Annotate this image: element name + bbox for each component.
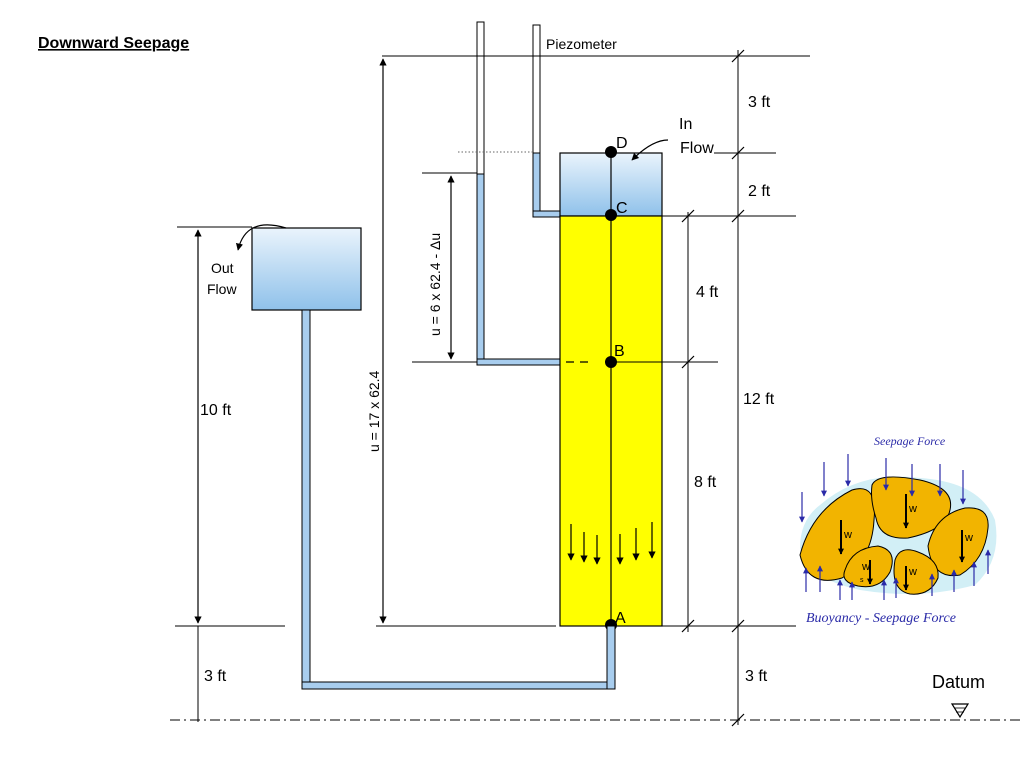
in-flow-arrow [631, 139, 669, 161]
out-flow-arrow [235, 224, 287, 251]
dim-left-10ft: 10 ft [200, 402, 232, 419]
datum-label: Datum [932, 672, 985, 692]
inset-seepage-force-label: Seepage Force [874, 434, 946, 448]
grain-w-subscript: s [860, 577, 864, 584]
grain-w-label-1: w [843, 529, 852, 541]
dim-soil-4ft: 4 ft [696, 284, 719, 301]
soil-dimension-ticks [681, 209, 695, 633]
seepage-force-inset: Seepage Force w w w w s w [799, 434, 997, 626]
page-title: Downward Seepage [38, 35, 189, 52]
piezometer-tube-b [476, 21, 561, 366]
dim-u-b: u = 6 x 62.4 - Δu [427, 233, 443, 336]
grain-right [927, 507, 989, 577]
out-flow-label-line1: Out [211, 260, 234, 276]
inset-seepage-arrows-down [799, 454, 966, 523]
connecting-pipe [301, 309, 616, 690]
out-flow-label-line2: Flow [207, 281, 237, 297]
dim-top-3ft: 3 ft [748, 94, 771, 111]
point-b-label: B [614, 343, 625, 360]
dim-left-3ft: 3 ft [204, 668, 227, 685]
grain-weight-arrows [838, 494, 965, 591]
dim-soil-8ft: 8 ft [694, 474, 717, 491]
point-c-label: C [616, 200, 628, 217]
grain-w-label-2: w [908, 503, 917, 515]
point-d-marker [605, 146, 617, 158]
datum-symbol-icon [950, 703, 970, 719]
right-dimension-ticks [731, 49, 745, 727]
grain-w-label-4: w [861, 561, 870, 573]
dim-u-total: u = 17 x 62.4 [366, 370, 382, 452]
outflow-tank [251, 227, 362, 311]
point-b-marker [605, 356, 617, 368]
dim-total-12ft: 12 ft [743, 391, 775, 408]
piezometer-label: Piezometer [546, 36, 617, 52]
point-a-label: A [615, 610, 626, 627]
point-d-label: D [616, 135, 628, 152]
in-flow-label-line2: Flow [680, 140, 714, 157]
in-flow-label-line1: In [679, 116, 692, 133]
grain-w-label-3: w [964, 532, 973, 544]
seepage-flow-arrows [567, 522, 656, 565]
dim-water-2ft: 2 ft [748, 183, 771, 200]
inset-buoyancy-label: Buoyancy - Seepage Force [806, 611, 956, 626]
point-c-marker [605, 209, 617, 221]
dim-bottom-3ft-right: 3 ft [745, 668, 768, 685]
inset-buoyancy-arrows-up [803, 549, 991, 600]
grain-w-label-5: w [908, 566, 917, 578]
piezometer-tube-c [532, 24, 561, 218]
